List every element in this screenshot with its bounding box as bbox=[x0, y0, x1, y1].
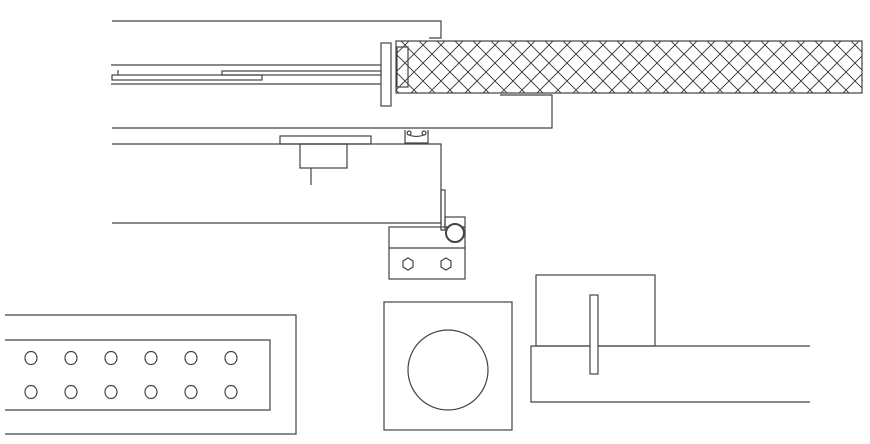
door-frame bbox=[112, 143, 442, 224]
panel-edge-insert bbox=[396, 46, 409, 88]
bolt-hole bbox=[144, 350, 158, 366]
bolt-hole bbox=[184, 350, 198, 366]
round-opening bbox=[407, 329, 489, 411]
bolt-hole bbox=[144, 384, 158, 400]
square-flange bbox=[383, 301, 513, 431]
bolt-hole bbox=[64, 350, 78, 366]
rail-bar bbox=[111, 74, 263, 81]
hex-bolt-icon bbox=[440, 257, 452, 271]
rail-strip bbox=[221, 70, 382, 76]
bracket-line bbox=[112, 94, 553, 129]
bolt-hole bbox=[224, 350, 238, 366]
bolt-hole bbox=[104, 350, 118, 366]
top-frame-line bbox=[112, 20, 442, 39]
bolt-hole bbox=[224, 384, 238, 400]
bolt-hole bbox=[104, 384, 118, 400]
insulated-panel bbox=[395, 40, 863, 94]
inner-plate bbox=[5, 339, 271, 411]
mount-block bbox=[299, 143, 348, 169]
hex-bolt-icon bbox=[402, 257, 414, 271]
base-profile bbox=[530, 345, 810, 403]
side-profile-section bbox=[530, 274, 810, 403]
clip bbox=[404, 130, 429, 144]
hinge-block bbox=[388, 226, 466, 280]
square-flange-section bbox=[383, 301, 513, 431]
outer-channel bbox=[5, 314, 297, 435]
vertical-pin bbox=[589, 294, 599, 375]
perforated-plate-section bbox=[5, 314, 297, 435]
bolt-hole bbox=[24, 384, 38, 400]
mount-plate bbox=[279, 135, 372, 145]
hinge-leaf bbox=[440, 189, 446, 231]
top-section bbox=[111, 20, 863, 224]
hinge-assembly bbox=[388, 189, 466, 280]
bolt-hole bbox=[24, 350, 38, 366]
hole-grid bbox=[24, 350, 238, 400]
bolt-hole bbox=[64, 384, 78, 400]
hinge-pin bbox=[445, 223, 465, 243]
bolt-hole bbox=[184, 384, 198, 400]
end-plate bbox=[380, 42, 392, 107]
